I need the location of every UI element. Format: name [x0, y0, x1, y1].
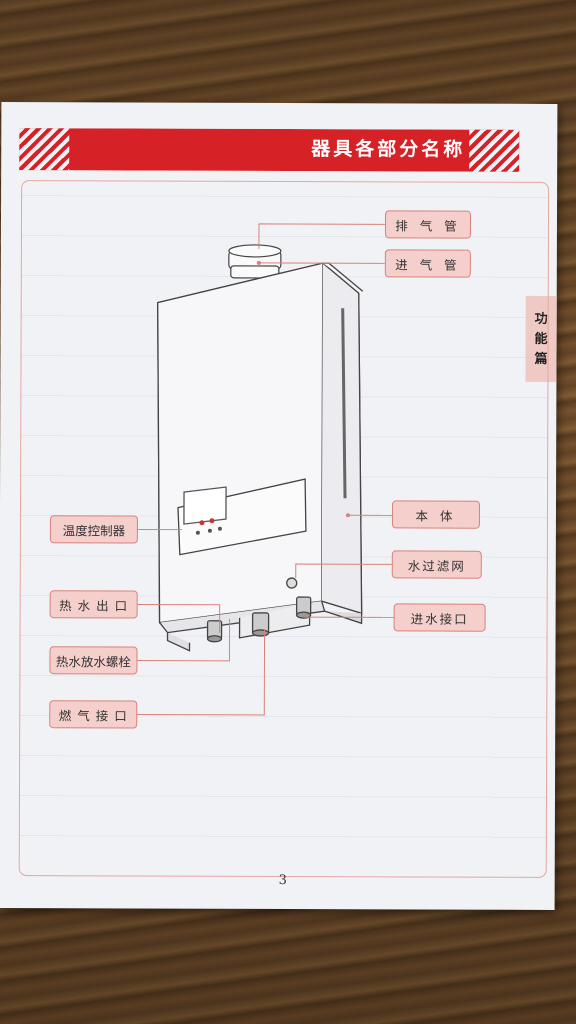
label-temperature-controller: 温度控制器	[49, 515, 138, 544]
manual-page: 器具各部分名称 功 能 篇	[0, 102, 558, 910]
label-water-inlet: 进水接口	[393, 603, 486, 632]
exhaust-pipe-drawing	[228, 244, 282, 279]
label-body: 本 体	[391, 500, 481, 529]
label-drain-plug: 热水放水螺栓	[49, 646, 138, 675]
label-exhaust-pipe: 排 气 管	[384, 210, 472, 239]
label-hot-water-outlet: 热 水 出 口	[49, 590, 138, 619]
label-gas-inlet: 燃 气 接 口	[49, 700, 138, 729]
label-intake-pipe: 进 气 管	[384, 249, 471, 278]
leader-lines	[137, 223, 394, 716]
heater-body-drawing	[157, 262, 364, 652]
label-water-filter: 水过滤网	[391, 550, 482, 579]
page-number: 3	[278, 873, 288, 889]
water-heater-diagram	[137, 223, 394, 716]
